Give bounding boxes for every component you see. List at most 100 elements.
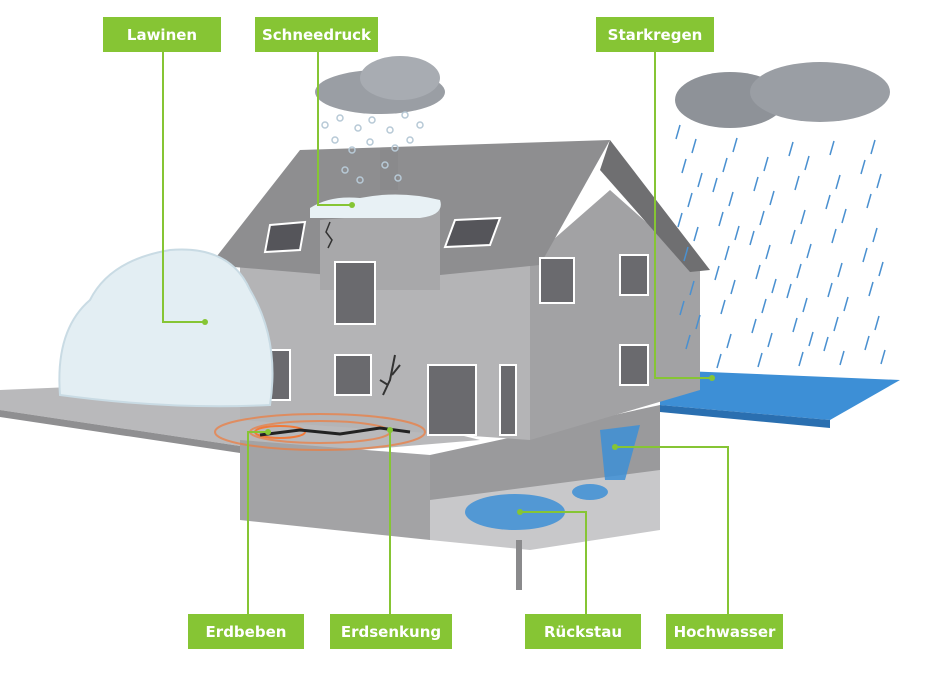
flood-water xyxy=(660,370,900,420)
raindrop xyxy=(823,336,829,352)
raindrop xyxy=(841,208,847,224)
raindrop xyxy=(839,350,845,366)
raindrop xyxy=(829,140,835,156)
label-starkregen: Starkregen xyxy=(596,17,714,52)
snowflake xyxy=(416,121,424,129)
raindrop xyxy=(792,317,798,333)
raindrop xyxy=(759,210,765,226)
raindrop xyxy=(874,315,880,331)
raindrop xyxy=(788,141,794,157)
raindrop xyxy=(802,297,808,313)
raindrop xyxy=(771,278,777,294)
raindrop xyxy=(728,191,734,207)
label-erdsenkung: Erdsenkung xyxy=(330,614,452,649)
chimney xyxy=(380,150,398,190)
raindrop xyxy=(718,211,724,227)
snowflake xyxy=(331,136,339,144)
raindrop xyxy=(868,281,874,297)
raindrop xyxy=(693,226,699,242)
snowflake xyxy=(341,166,349,174)
raindrop xyxy=(833,316,839,332)
raindrop xyxy=(689,280,695,296)
raindrop xyxy=(751,318,757,334)
raindrop xyxy=(761,298,767,314)
raindrop xyxy=(763,156,769,172)
wall-crack xyxy=(379,354,401,396)
snowflake xyxy=(348,146,356,154)
raindrop xyxy=(714,265,720,281)
raindrop xyxy=(800,209,806,225)
raindrop xyxy=(831,228,837,244)
flood-window xyxy=(600,425,640,480)
raindrop xyxy=(876,173,882,189)
raindrop xyxy=(880,349,886,365)
label-lawinen: Lawinen xyxy=(103,17,221,52)
avalanche-snow xyxy=(58,248,274,408)
roof-snow xyxy=(310,194,441,218)
raindrop xyxy=(730,279,736,295)
raindrop xyxy=(862,247,868,263)
raindrop xyxy=(796,263,802,279)
raindrop xyxy=(767,332,773,348)
raindrop xyxy=(720,299,726,315)
rain-cloud xyxy=(675,62,890,128)
raindrop xyxy=(749,230,755,246)
raindrop xyxy=(722,157,728,173)
raindrop xyxy=(724,245,730,261)
raindrop xyxy=(757,352,763,368)
snowflake xyxy=(336,114,344,122)
basement xyxy=(240,440,430,540)
label-hochwasser: Hochwasser xyxy=(666,614,783,649)
snowflake xyxy=(368,116,376,124)
raindrop xyxy=(837,262,843,278)
raindrop xyxy=(753,176,759,192)
snowflake xyxy=(356,176,364,184)
raindrop xyxy=(675,124,681,140)
raindrop xyxy=(734,225,740,241)
raindrop xyxy=(691,138,697,154)
raindrop xyxy=(878,261,884,277)
raindrop xyxy=(679,300,685,316)
snow-cloud xyxy=(315,56,445,114)
raindrop xyxy=(695,314,701,330)
raindrop xyxy=(683,246,689,262)
raindrop xyxy=(732,137,738,153)
snowflake xyxy=(386,126,394,134)
rain-drops xyxy=(675,124,886,369)
snowflake xyxy=(391,144,399,152)
raindrop xyxy=(697,172,703,188)
raindrop xyxy=(790,229,796,245)
drain-pipe xyxy=(516,540,522,590)
raindrop xyxy=(827,282,833,298)
raindrop xyxy=(870,139,876,155)
raindrop xyxy=(681,158,687,174)
raindrop xyxy=(677,212,683,228)
raindrop xyxy=(872,227,878,243)
raindrop xyxy=(685,334,691,350)
label-rueckstau: Rückstau xyxy=(525,614,641,649)
raindrop xyxy=(808,331,814,347)
backflow-water xyxy=(465,494,565,530)
raindrop xyxy=(806,243,812,259)
raindrop xyxy=(716,353,722,369)
raindrop xyxy=(755,264,761,280)
raindrop xyxy=(794,175,800,191)
snowflake xyxy=(406,136,414,144)
earthquake-rings xyxy=(214,413,426,451)
raindrop xyxy=(765,244,771,260)
raindrop xyxy=(866,193,872,209)
raindrop xyxy=(804,155,810,171)
raindrop xyxy=(786,283,792,299)
snowflake xyxy=(394,174,402,182)
label-schneedruck: Schneedruck xyxy=(255,17,378,52)
raindrop xyxy=(835,174,841,190)
raindrop xyxy=(712,177,718,193)
raindrop xyxy=(769,190,775,206)
raindrop xyxy=(798,351,804,367)
raindrop xyxy=(726,333,732,349)
snowflake xyxy=(321,121,329,129)
raindrop xyxy=(843,296,849,312)
raindrop xyxy=(860,159,866,175)
